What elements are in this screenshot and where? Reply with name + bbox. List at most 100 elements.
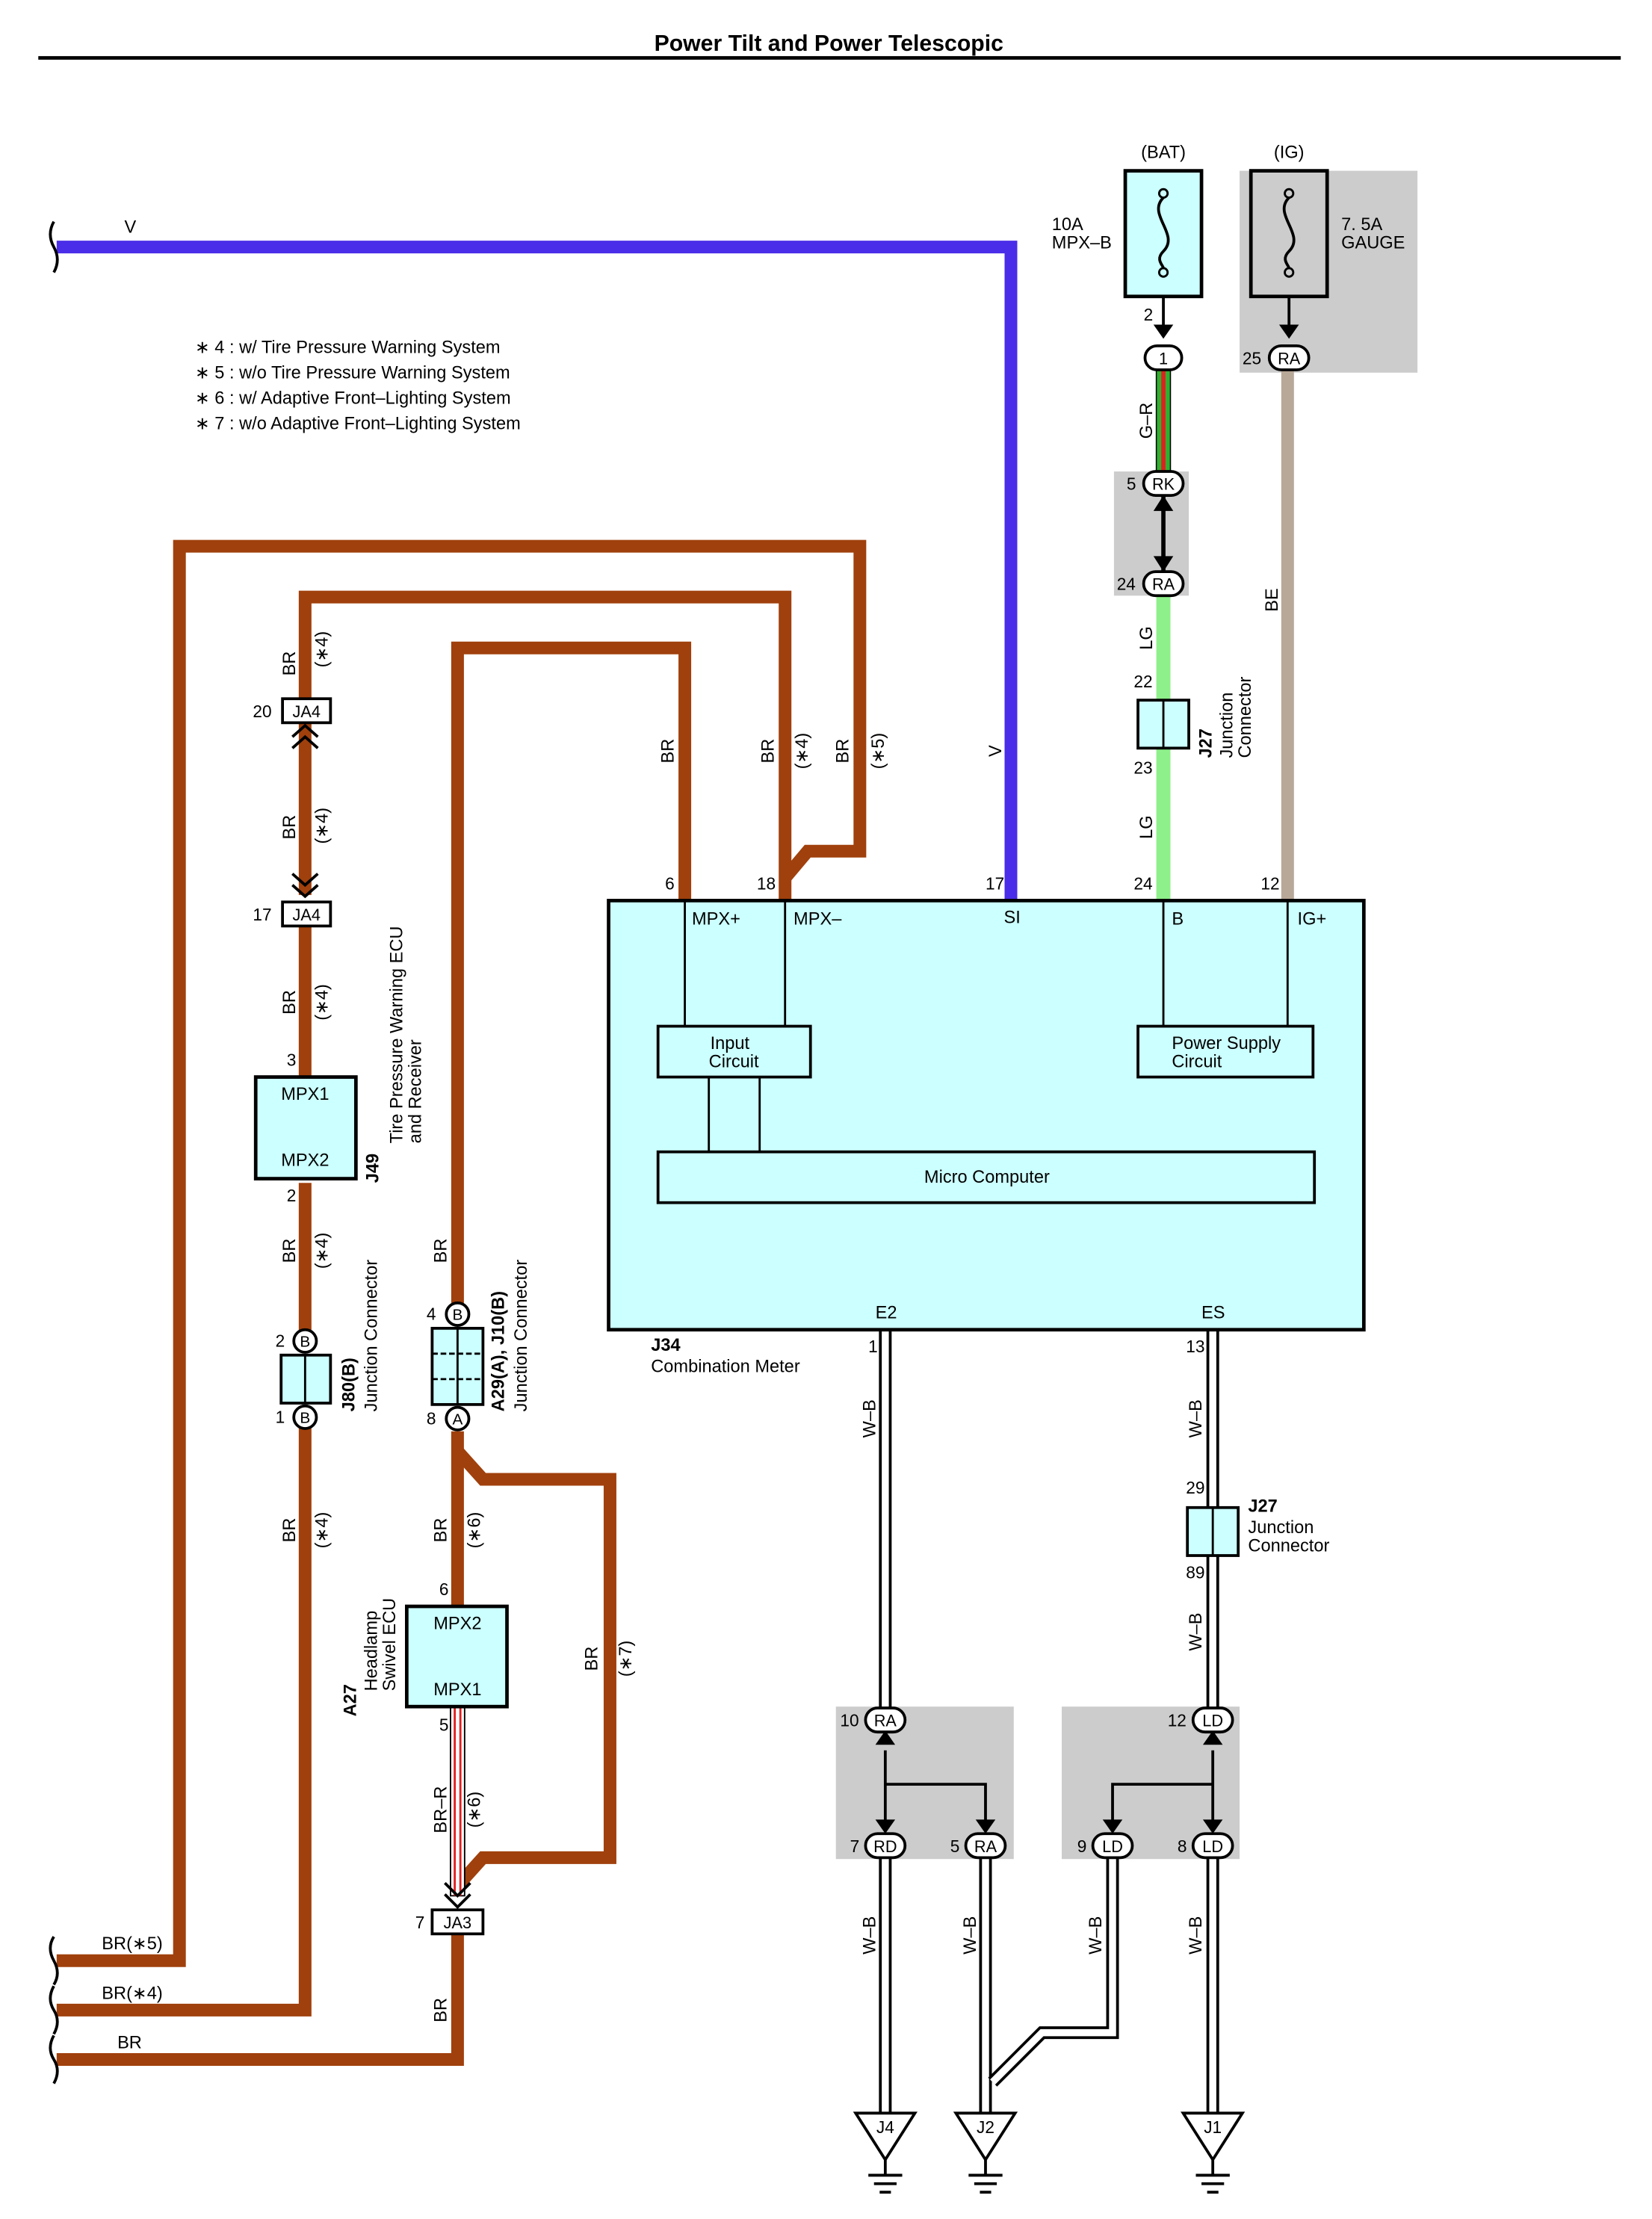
wire-g-r bbox=[1155, 369, 1172, 472]
v-n6-1: (∗6) bbox=[465, 1512, 485, 1549]
label-v-top: V bbox=[125, 218, 137, 238]
ground-bars bbox=[868, 2159, 1230, 2194]
wire-br5 bbox=[56, 539, 867, 1967]
a27-mpx2: MPX2 bbox=[433, 1614, 481, 1633]
pin-2-j80: 2 bbox=[276, 1331, 285, 1350]
grounds bbox=[853, 2111, 1246, 2163]
pin-6-meter: 6 bbox=[665, 873, 675, 893]
ground-j1: J1 bbox=[1204, 2117, 1222, 2137]
br-breaks bbox=[49, 1936, 59, 2085]
pin-4-a29: 4 bbox=[427, 1305, 436, 1324]
v-wb-5: W–B bbox=[961, 1916, 980, 1955]
v-n4-6: (∗4) bbox=[793, 733, 812, 770]
note-4: ∗ 4 : w/ Tire Pressure Warning System bbox=[195, 338, 501, 357]
pin-3: 3 bbox=[287, 1050, 297, 1069]
v-wb-4: W–B bbox=[861, 1916, 880, 1955]
j27-lower-name-2: Connector bbox=[1248, 1536, 1329, 1556]
j49-name-2: and Receiver bbox=[406, 1039, 425, 1143]
j27-upper bbox=[1136, 699, 1190, 750]
pin-29: 29 bbox=[1186, 1478, 1204, 1497]
j80-code: J80(B) bbox=[339, 1358, 359, 1411]
j80-b-top: B bbox=[300, 1333, 310, 1350]
j80-junction: B B bbox=[279, 1328, 332, 1430]
v-br-1: BR bbox=[280, 652, 300, 676]
v-br-4: BR bbox=[280, 1239, 300, 1263]
v-lg-1: LG bbox=[1137, 626, 1157, 650]
label-br4: BR(∗4) bbox=[102, 1984, 162, 2003]
combination-meter bbox=[607, 899, 1366, 1332]
v-br-5: BR bbox=[280, 1518, 300, 1543]
term-b: B bbox=[1172, 910, 1184, 929]
wire-v bbox=[56, 241, 1018, 901]
j27-lower-name-1: Junction bbox=[1248, 1518, 1314, 1538]
pin-9-ld: 9 bbox=[1077, 1836, 1087, 1856]
a27-name-2: Swivel ECU bbox=[380, 1598, 400, 1692]
v-be: BE bbox=[1263, 588, 1282, 612]
pin-12-meter: 12 bbox=[1260, 873, 1279, 893]
v-wb-7: W–B bbox=[1187, 1916, 1206, 1955]
ja3-label: JA3 bbox=[444, 1913, 471, 1932]
power-supply-2: Circuit bbox=[1172, 1052, 1222, 1071]
conn-ld-8: LD bbox=[1202, 1837, 1223, 1856]
a29-code: A29(A), J10(B) bbox=[489, 1291, 509, 1411]
fuse-bat-name: MPX–B bbox=[1052, 234, 1112, 253]
term-mpx-minus: MPX– bbox=[793, 910, 842, 929]
note-7: ∗ 7 : w/o Adaptive Front–Lighting System bbox=[195, 414, 521, 433]
v-v: V bbox=[986, 745, 1006, 757]
note-6: ∗ 6 : w/ Adaptive Front–Lighting System bbox=[195, 389, 511, 408]
ground-j2: J2 bbox=[977, 2117, 994, 2137]
pin-12-ld: 12 bbox=[1168, 1711, 1187, 1730]
wb-wires bbox=[879, 1329, 1219, 2117]
v-br-11: BR bbox=[759, 739, 779, 764]
pin-22: 22 bbox=[1133, 672, 1152, 691]
j49-code: J49 bbox=[364, 1154, 383, 1183]
wire-br-a29 bbox=[451, 641, 692, 1306]
ground-arrows bbox=[875, 1730, 1223, 1834]
pin-numbers: 2 25 5 24 22 23 20 17 6 18 17 24 12 3 2 … bbox=[253, 305, 1279, 1932]
term-si: SI bbox=[1004, 909, 1021, 928]
term-es: ES bbox=[1201, 1304, 1225, 1323]
term-ig: IG+ bbox=[1298, 910, 1327, 929]
v-wb-1: W–B bbox=[861, 1399, 880, 1437]
pill-connectors: 1 RA RK RA RA RD RA LD LD LD bbox=[864, 344, 1311, 1860]
a29-name: Junction Connector bbox=[512, 1260, 531, 1412]
conn-ra-ig: RA bbox=[1278, 349, 1301, 368]
fuse-ig-amp: 7. 5A bbox=[1341, 215, 1382, 235]
v-n5: (∗5) bbox=[869, 733, 888, 770]
j27-lower bbox=[1186, 1505, 1240, 1557]
a29-b: B bbox=[452, 1307, 463, 1324]
pin-18: 18 bbox=[757, 873, 776, 893]
j27-lower-code: J27 bbox=[1248, 1497, 1277, 1516]
a29-label: A29(A), J10(B) Junction Connector bbox=[489, 1260, 531, 1412]
pin-8-a29: 8 bbox=[427, 1408, 436, 1428]
conn-ra-24: RA bbox=[1152, 575, 1175, 594]
v-br-7: BR bbox=[431, 1518, 451, 1543]
term-e2: E2 bbox=[876, 1304, 897, 1323]
v-n7: (∗7) bbox=[616, 1641, 636, 1677]
input-circuit-2: Circuit bbox=[709, 1052, 759, 1071]
j27-upper-name-2: Connector bbox=[1236, 676, 1255, 758]
j49-ecu: MPX1 MPX2 bbox=[253, 1075, 358, 1180]
j49-label: J49 Tire Pressure Warning ECU and Receiv… bbox=[364, 926, 426, 1183]
ja4-top: JA4 bbox=[293, 702, 321, 721]
j49-mpx1: MPX1 bbox=[281, 1085, 329, 1104]
meter-name: Combination Meter bbox=[651, 1357, 800, 1376]
j80-name: Junction Connector bbox=[362, 1260, 382, 1412]
pin-6-a27: 6 bbox=[439, 1579, 449, 1599]
notes: ∗ 4 : w/ Tire Pressure Warning System ∗ … bbox=[195, 338, 521, 433]
ground-j4: J4 bbox=[876, 2117, 894, 2137]
fuse-ig bbox=[1249, 169, 1329, 339]
j27-upper-code: J27 bbox=[1196, 728, 1216, 758]
conn-ra-10: RA bbox=[874, 1712, 897, 1730]
conn-ld-12: LD bbox=[1202, 1712, 1223, 1730]
v-br-r: BR–R bbox=[431, 1786, 451, 1833]
pin-2-bat: 2 bbox=[1144, 305, 1154, 324]
meter-code: J34 bbox=[651, 1336, 680, 1355]
a29-a: A bbox=[452, 1411, 463, 1428]
ja4-connectors: JA4 JA4 bbox=[281, 697, 332, 928]
a27-name-1: Headlamp bbox=[362, 1611, 382, 1692]
pin-10: 10 bbox=[840, 1711, 859, 1730]
note-5: ∗ 5 : w/o Tire Pressure Warning System bbox=[195, 363, 510, 383]
v-br-8: BR bbox=[431, 1998, 451, 2023]
pin-8-ld: 8 bbox=[1178, 1836, 1187, 1856]
